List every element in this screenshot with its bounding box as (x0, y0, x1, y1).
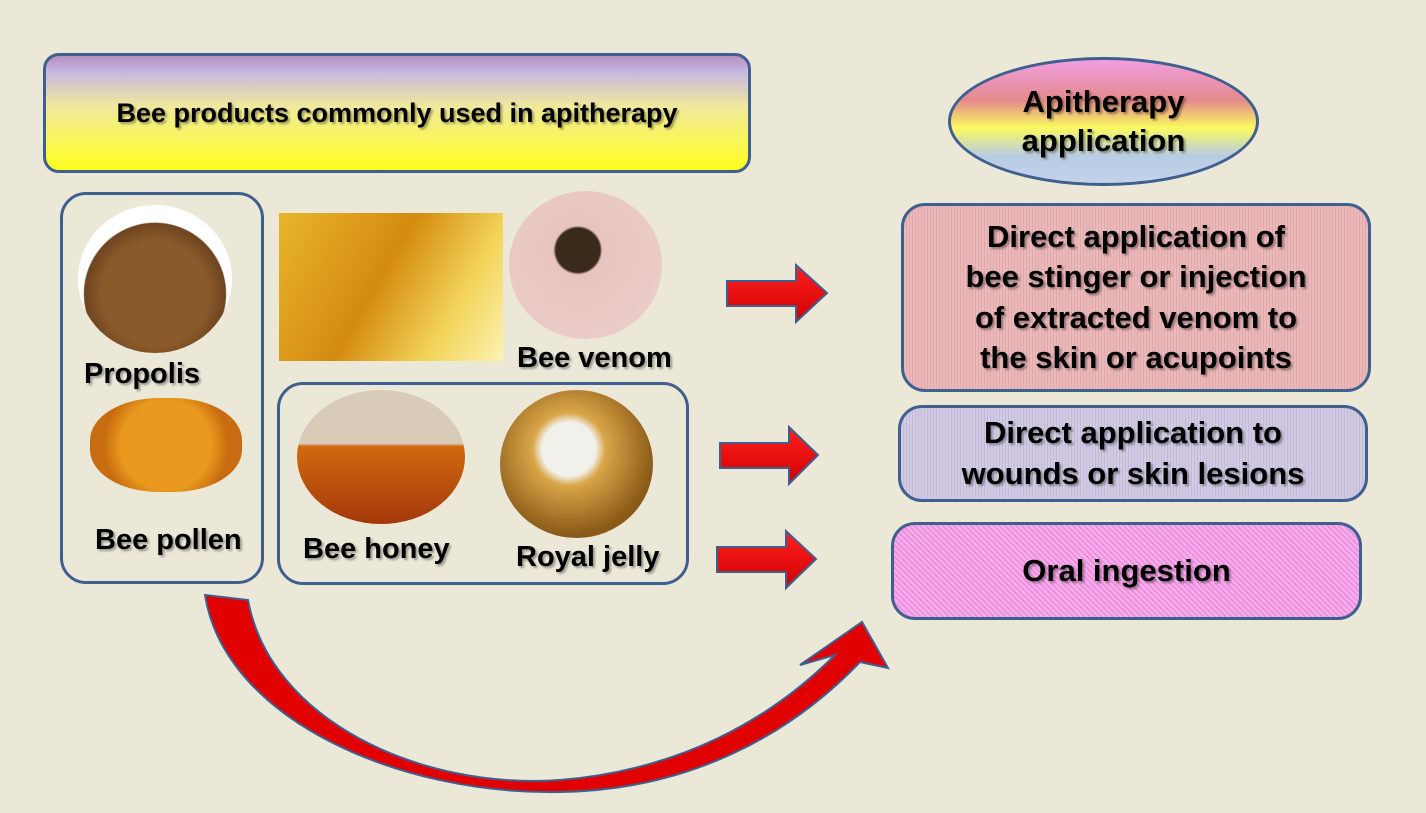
products-title: Bee products commonly used in apitherapy (116, 97, 678, 128)
venom-line: Direct application of (987, 218, 1285, 254)
oral-ingestion-box: Oral ingestion (891, 522, 1362, 620)
propolis-pollen-group (60, 192, 264, 584)
bee-honey-image (297, 390, 465, 524)
honey-jelly-group (277, 382, 689, 585)
application-header-line2: application (1021, 122, 1186, 158)
bee-pollen-image (90, 398, 242, 492)
venom-application-box: Direct application of bee stinger or inj… (901, 203, 1371, 392)
arrow-right-icon (716, 528, 818, 591)
venom-line: bee stinger or injection (965, 259, 1307, 295)
arrow-right-icon (719, 424, 820, 487)
propolis-image (78, 205, 232, 353)
bee-venom-image (509, 191, 662, 339)
products-title-banner: Bee products commonly used in apitherapy (43, 53, 751, 173)
application-header-line1: Apitherapy (1022, 83, 1185, 119)
bee-pollen-label: Bee pollen (95, 524, 242, 556)
royal-jelly-image (500, 390, 653, 538)
bee-venom-label: Bee venom (517, 342, 672, 374)
oral-ingestion-label: Oral ingestion (1022, 552, 1231, 588)
propolis-label: Propolis (84, 358, 201, 390)
bee-image (279, 213, 503, 361)
topical-line: Direct application to (984, 415, 1282, 451)
arrow-right-icon (726, 262, 829, 325)
topical-line: wounds or skin lesions (961, 455, 1305, 491)
venom-line: of extracted venom to (974, 299, 1298, 335)
venom-line: the skin or acupoints (980, 339, 1292, 375)
royal-jelly-label: Royal jelly (516, 541, 660, 573)
application-header-ellipse: Apitherapy application (948, 57, 1259, 186)
bee-honey-label: Bee honey (303, 533, 450, 565)
curved-arrow-icon (203, 593, 890, 794)
topical-application-box: Direct application to wounds or skin les… (898, 405, 1368, 502)
